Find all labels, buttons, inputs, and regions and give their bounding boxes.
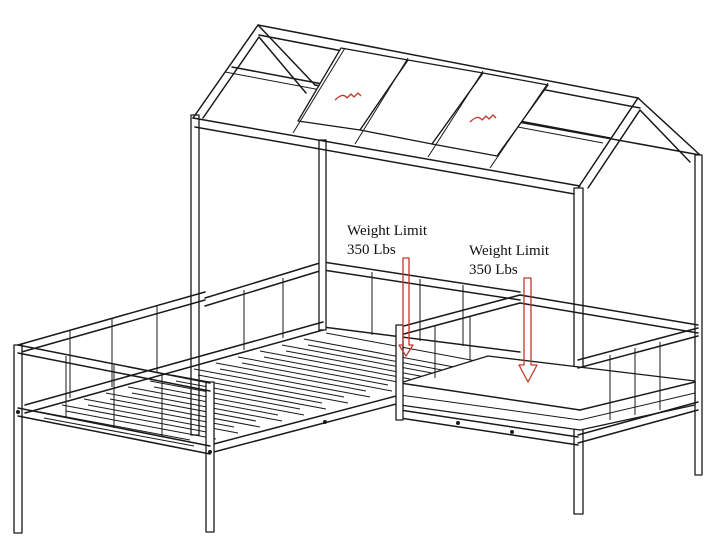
weight-limit-value-2: 350 Lbs [469,262,518,278]
left-bed-foot-rail [13,344,215,534]
back-rail-left-bed [204,261,521,353]
logo-mark-2 [469,114,497,123]
weight-limit-label-1: Weight Limit 350 Lbs [347,222,427,260]
weight-arrow-2 [518,277,538,383]
weight-limit-value-1: 350 Lbs [347,242,396,258]
front-right-posts [573,154,703,515]
mattress [399,355,696,431]
right-bed-rails [323,294,699,446]
logo-mark-1 [334,92,362,101]
weight-arrow-1 [398,257,414,357]
weight-limit-label-2: Weight Limit 350 Lbs [469,242,549,280]
left-bed-slats [24,321,477,454]
weight-limit-title-1: Weight Limit [347,223,428,239]
left-bed-side-rail [17,291,206,398]
roof-frame [192,24,701,196]
weight-limit-title-2: Weight Limit [469,243,550,259]
